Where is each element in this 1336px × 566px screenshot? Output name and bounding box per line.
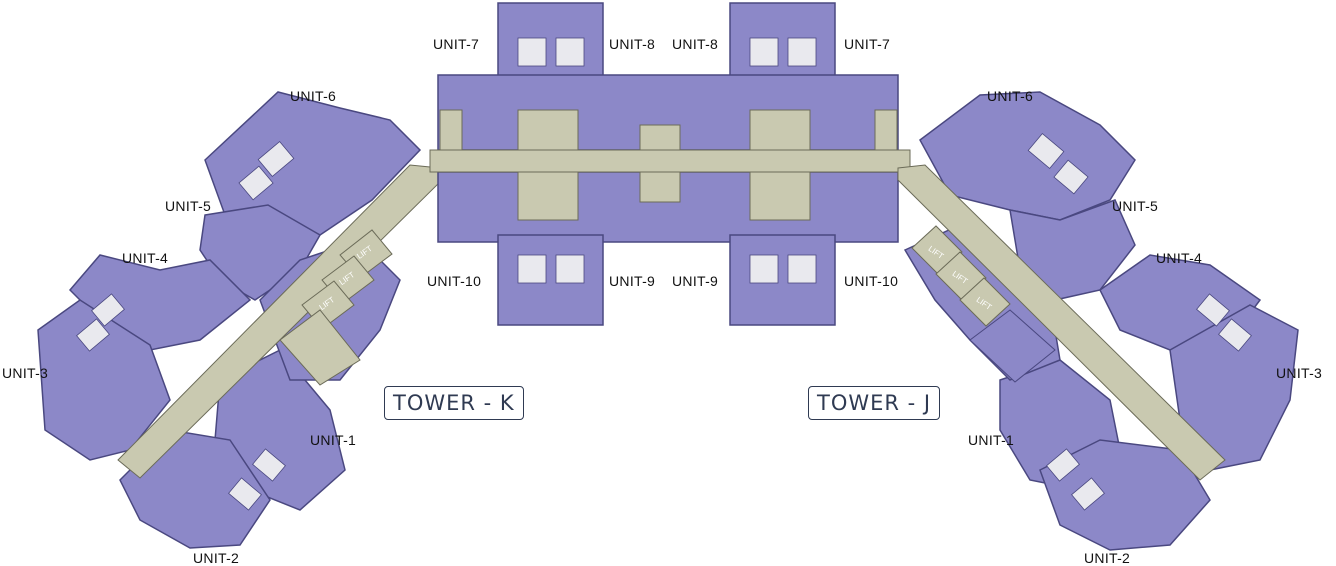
tower-k-wing: LIFT LIFT LIFT (37, 91, 443, 549)
tower-j-title: TOWER - J (808, 386, 941, 420)
unit-3-label-tower-k: UNIT-3 (2, 365, 49, 381)
unit-6-label-tower-k: UNIT-6 (290, 88, 337, 104)
tower-j-wing: LIFT LIFT LIFT (897, 91, 1299, 551)
unit-4-label-tower-k: UNIT-4 (122, 250, 169, 266)
unit-7-label-right: UNIT-7 (844, 36, 891, 52)
tower-k-unit-3-block (37, 299, 171, 461)
unit-8-label-right: UNIT-8 (672, 36, 719, 52)
tower-j-corridor (897, 164, 1226, 481)
unit-5-label-tower-k: UNIT-5 (165, 198, 212, 214)
tower-k-title: TOWER - K (384, 386, 524, 420)
unit-8-label-left: UNIT-8 (609, 36, 656, 52)
unit-7-label-left: UNIT-7 (433, 36, 480, 52)
unit-3-label-tower-j: UNIT-3 (1276, 365, 1323, 381)
unit-10-label-right: UNIT-10 (844, 273, 899, 289)
tower-j-unit-2-block (1039, 439, 1211, 551)
unit-7-left-block (497, 2, 604, 84)
unit-1-label-tower-j: UNIT-1 (968, 432, 1015, 448)
unit-4-label-tower-j: UNIT-4 (1156, 250, 1203, 266)
central-block (429, 2, 911, 326)
unit-2-label-tower-j: UNIT-2 (1084, 550, 1131, 566)
unit-1-label-tower-k: UNIT-1 (310, 432, 357, 448)
unit-5-label-tower-j: UNIT-5 (1112, 198, 1159, 214)
central-corridor (429, 149, 911, 173)
unit-10-left-block (497, 234, 604, 326)
unit-2-label-tower-k: UNIT-2 (193, 550, 240, 566)
unit-8-right-block (729, 2, 836, 84)
tower-j-unit-6-block (919, 91, 1136, 221)
unit-9-label-left: UNIT-9 (609, 273, 656, 289)
unit-6-label-tower-j: UNIT-6 (987, 88, 1034, 104)
unit-9-right-block (729, 234, 836, 326)
unit-10-label-left: UNIT-10 (427, 273, 482, 289)
unit-9-label-right: UNIT-9 (672, 273, 719, 289)
